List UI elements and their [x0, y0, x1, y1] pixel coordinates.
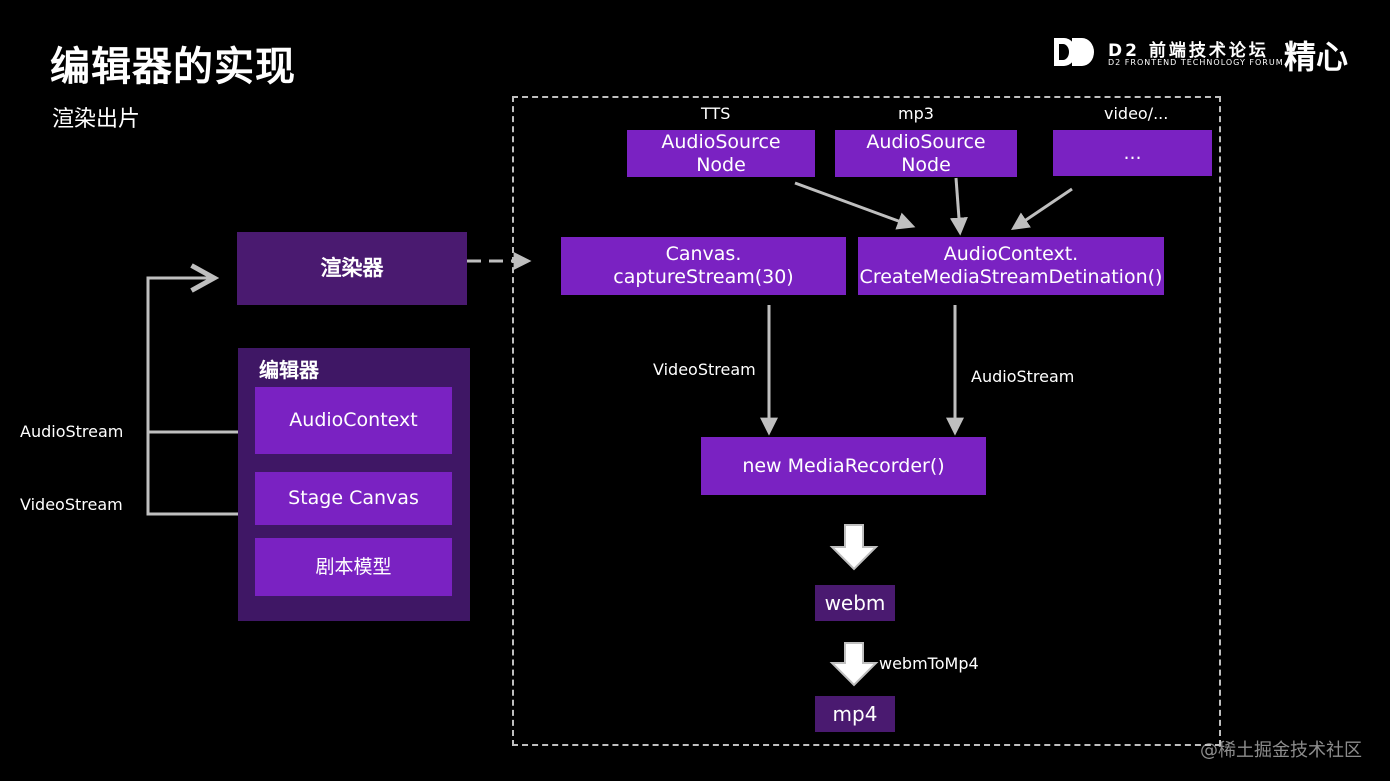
mp3-audio-source-node: AudioSource Node [835, 130, 1017, 177]
tts-to-audiocontext-arrow [794, 181, 916, 230]
logo-name-en: D2 FRONTEND TECHNOLOGY FORUM [1108, 58, 1284, 67]
editor-panel: 编辑器 AudioContext Stage Canvas 剧本模型 [238, 348, 470, 621]
webm-to-mp4-arrow [829, 642, 879, 687]
tts-label: TTS [701, 104, 731, 123]
bracket-line [146, 278, 246, 434]
editor-stage-canvas: Stage Canvas [255, 472, 452, 525]
left-audio-stream-label: AudioStream [20, 422, 124, 441]
forum-logo: D2 前端技术论坛 D2 FRONTEND TECHNOLOGY FORUM 精… [1052, 34, 1362, 76]
editor-script-model: 剧本模型 [255, 538, 452, 596]
logo-tagline: 精心 [1284, 38, 1349, 76]
video-stream-label: VideoStream [653, 360, 756, 379]
mp3-label: mp3 [898, 104, 934, 123]
other-to-audiocontext-arrow [1011, 187, 1073, 231]
audio-stream-label: AudioStream [971, 367, 1075, 386]
video-source-label: video/... [1104, 104, 1169, 123]
mp3-to-audiocontext-arrow [949, 177, 968, 236]
tts-audio-source-node: AudioSource Node [627, 130, 815, 177]
left-video-stream-label: VideoStream [20, 495, 123, 514]
page-subtitle: 渲染出片 [52, 107, 141, 132]
logo-name-cn: D2 前端技术论坛 [1108, 41, 1269, 61]
mp4-output: mp4 [815, 696, 895, 732]
webm-output: webm [815, 585, 895, 621]
editor-title: 编辑器 [259, 358, 319, 382]
media-recorder-node: new MediaRecorder() [701, 437, 986, 495]
d2-logo-icon [1054, 38, 1094, 66]
watermark: @稀土掘金技术社区 [1200, 740, 1362, 761]
canvas-capture-stream-node: Canvas. captureStream(30) [561, 237, 846, 295]
recorder-to-webm-arrow [829, 524, 879, 571]
webm-to-mp4-label: webmToMp4 [879, 654, 979, 673]
audio-context-destination-node: AudioContext. CreateMediaStreamDetinatio… [858, 237, 1164, 295]
recording-pipeline-frame [512, 96, 1221, 746]
other-source-node: ... [1053, 130, 1212, 176]
editor-audiocontext: AudioContext [255, 387, 452, 454]
page-title: 编辑器的实现 [50, 44, 296, 90]
video-stream-line [146, 432, 246, 516]
renderer-box: 渲染器 [237, 232, 467, 305]
